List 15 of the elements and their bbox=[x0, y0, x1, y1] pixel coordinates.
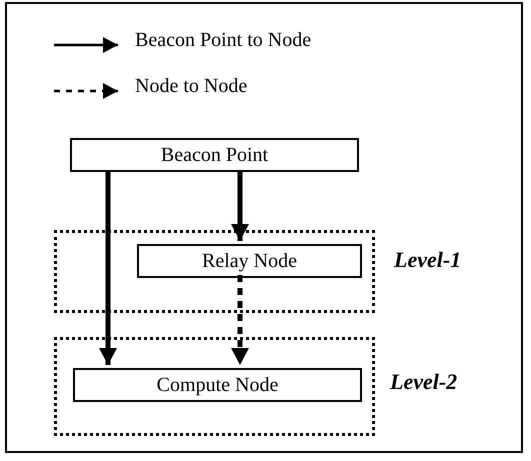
node-box bbox=[137, 244, 362, 278]
legend-label: Node to Node bbox=[135, 76, 248, 96]
arrow bbox=[231, 172, 249, 241]
arrow bbox=[231, 275, 249, 365]
node-label: Relay Node bbox=[202, 251, 297, 271]
node-box bbox=[73, 368, 362, 402]
level-label: Level-1 bbox=[394, 249, 462, 271]
level-label: Level-2 bbox=[390, 371, 458, 393]
legend-label: Beacon Point to Node bbox=[135, 30, 312, 50]
dotted-group-box bbox=[54, 230, 375, 313]
node-box bbox=[70, 138, 359, 172]
node-label: Beacon Point bbox=[160, 145, 268, 165]
node-label: Compute Node bbox=[156, 375, 278, 395]
arrow bbox=[99, 172, 117, 365]
dotted-group-box bbox=[54, 337, 375, 436]
